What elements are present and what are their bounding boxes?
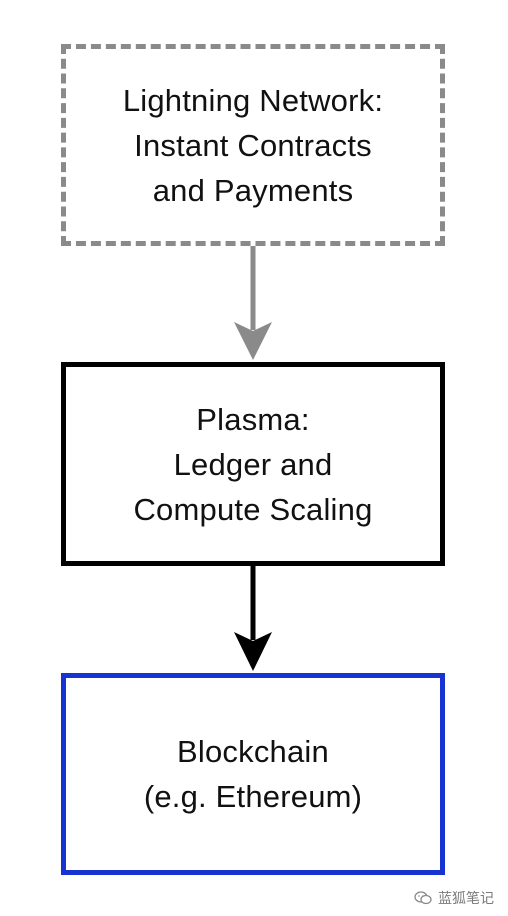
node-plasma: Plasma: Ledger and Compute Scaling [61, 362, 445, 566]
watermark: 蓝狐笔记 [414, 888, 494, 908]
arrow-plasma-to-blockchain [234, 566, 272, 671]
wechat-icon [414, 891, 432, 905]
node-blockchain: Blockchain (e.g. Ethereum) [61, 673, 445, 875]
node-label-line: and Payments [152, 172, 354, 208]
node-label-line: Lightning Network: [122, 82, 384, 118]
watermark-text: 蓝狐笔记 [438, 891, 494, 907]
arrow-lightning-to-plasma [234, 246, 272, 360]
node-label-line: Plasma: [196, 401, 310, 437]
node-label-line: Instant Contracts [134, 127, 372, 163]
node-lightning-network: Lightning Network: Instant Contracts and… [61, 44, 445, 246]
node-label-line: Blockchain [177, 734, 329, 769]
node-label-line: Compute Scaling [133, 491, 373, 527]
node-label-line: (e.g. Ethereum) [143, 779, 363, 814]
node-label-line: Ledger and [173, 446, 333, 482]
